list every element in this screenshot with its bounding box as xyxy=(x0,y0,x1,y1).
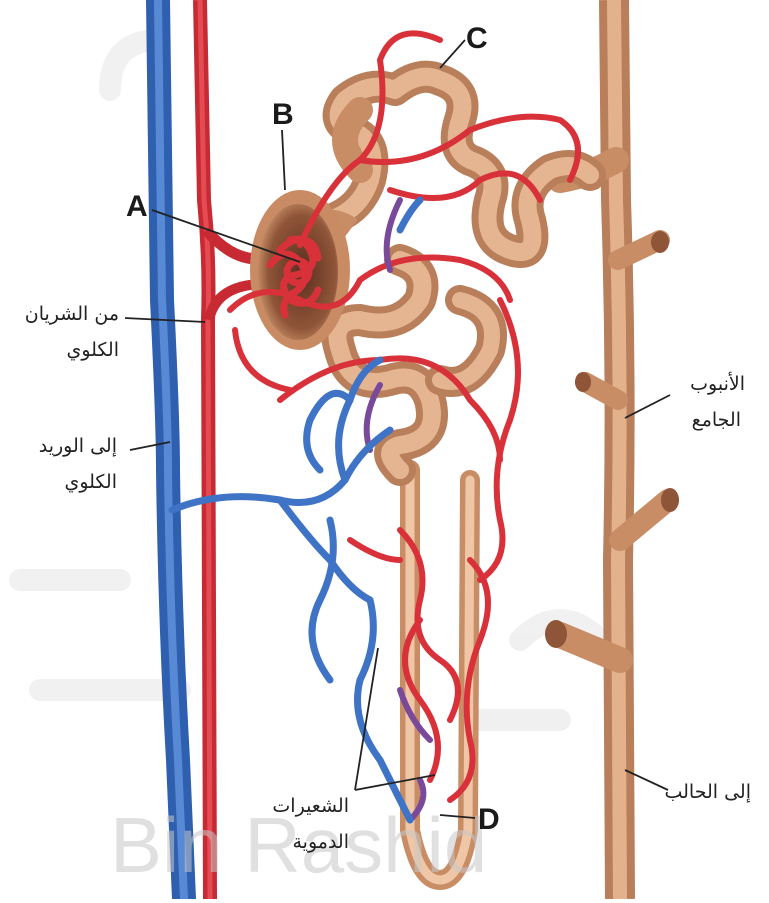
label-renal-vein-line1: إلى الوريد xyxy=(39,432,117,460)
collecting-duct xyxy=(545,0,679,899)
label-renal-vein-line2: الكلوي xyxy=(64,468,117,496)
label-c: C xyxy=(466,22,488,56)
label-capillaries-line2: الدموية xyxy=(292,828,349,856)
label-collecting-duct-line2: الجامع xyxy=(692,406,741,434)
label-renal-artery-line1: من الشريان xyxy=(25,300,119,328)
label-b: B xyxy=(272,98,294,132)
label-a: A xyxy=(126,190,148,224)
bowmans-capsule xyxy=(250,190,350,350)
label-capillaries-line1: الشعيرات xyxy=(272,792,349,820)
label-collecting-duct-line1: الأنبوب xyxy=(690,370,745,398)
leader-B xyxy=(282,130,285,190)
label-renal-artery-line2: الكلوي xyxy=(66,336,119,364)
label-to-ureter: إلى الحالب xyxy=(664,778,751,806)
leader-C xyxy=(440,40,465,68)
label-d: D xyxy=(478,803,500,837)
